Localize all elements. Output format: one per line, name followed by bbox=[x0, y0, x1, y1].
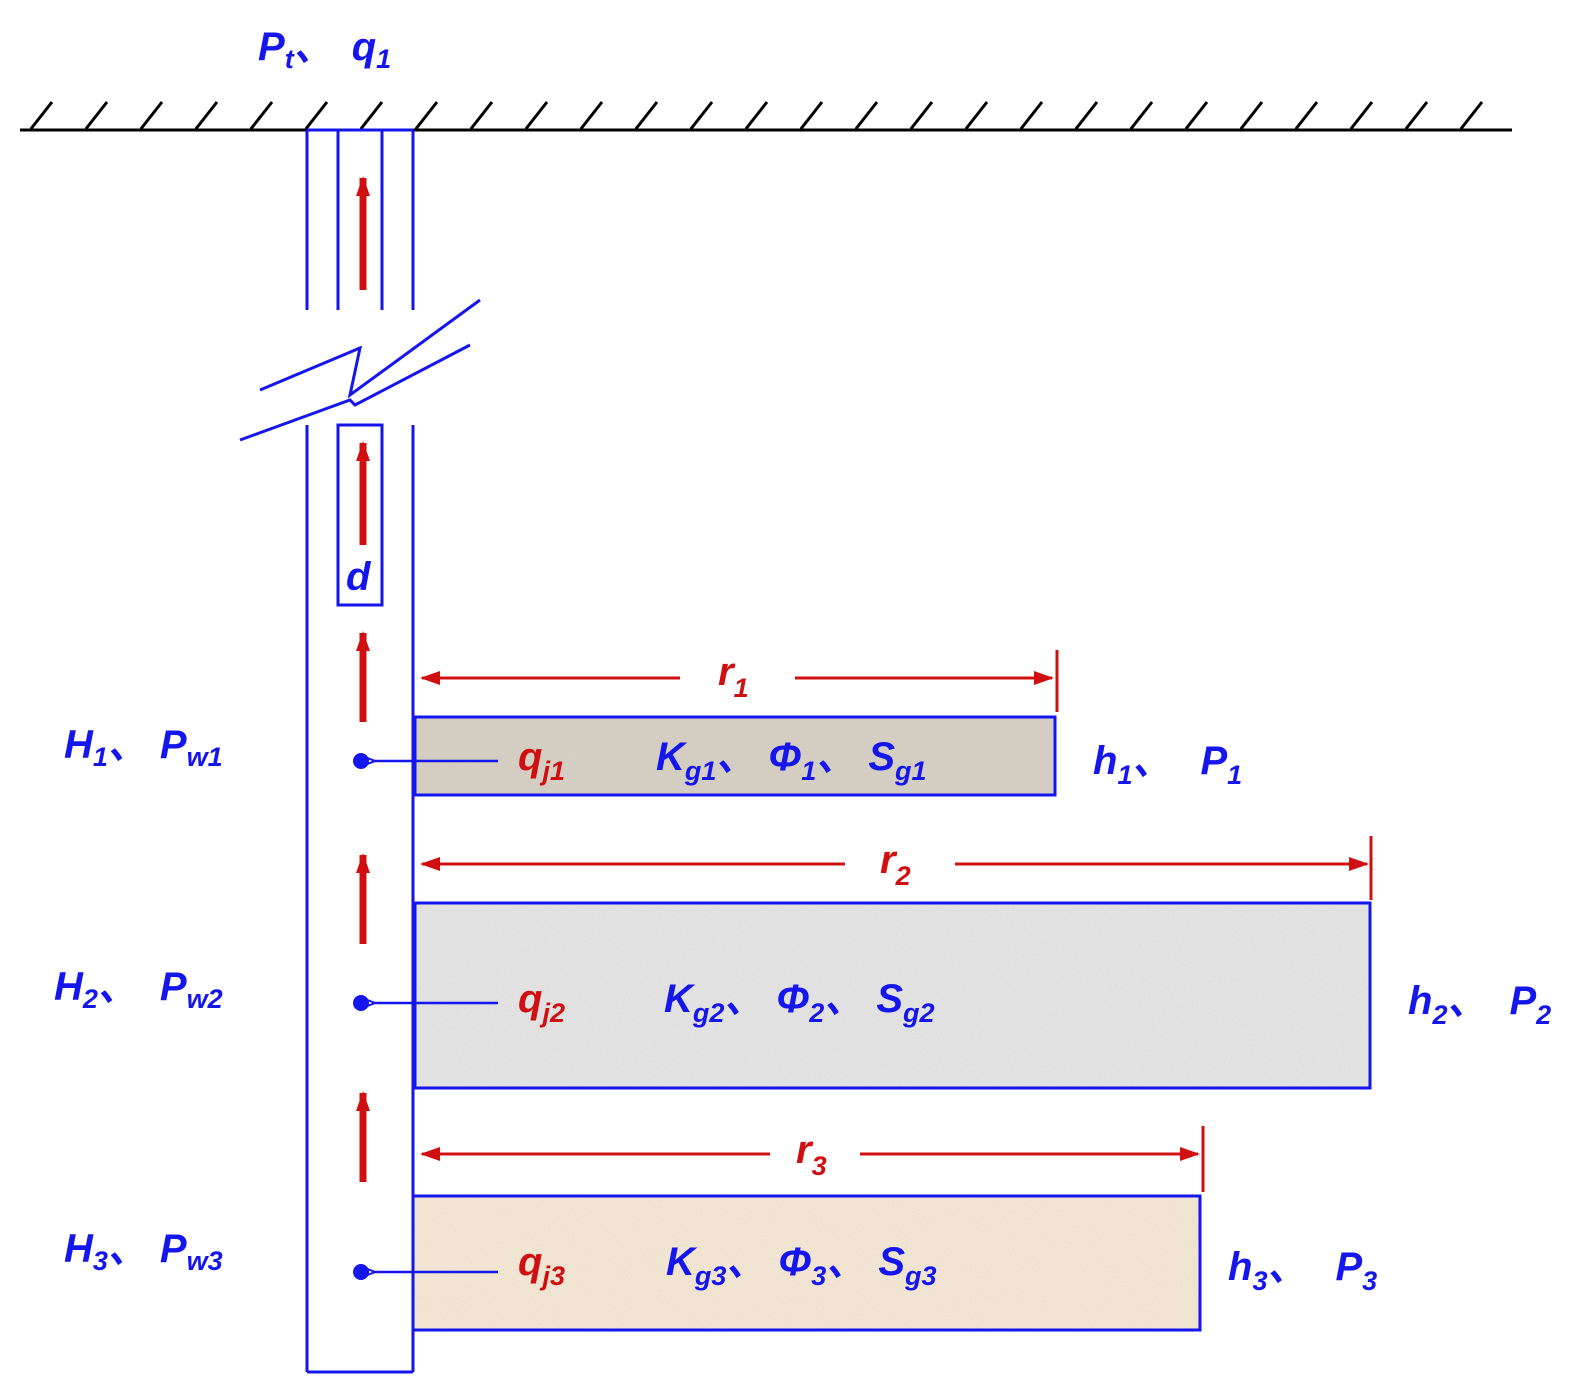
inflow-dot-2 bbox=[353, 995, 369, 1011]
layer-3-properties-label: Kg3、Φ3、Sg3 bbox=[666, 1240, 937, 1291]
casing-upper bbox=[305, 128, 415, 310]
inflow-dot-1 bbox=[353, 753, 369, 769]
casing-lower bbox=[305, 425, 415, 1374]
layer-3-thickness-pressure-label: h3、P3 bbox=[1228, 1245, 1377, 1296]
layer-1-rate-label: qj1 bbox=[518, 735, 565, 786]
inflow-dot-3 bbox=[353, 1264, 369, 1280]
layer-3-depth-pressure-label: H3、Pw3 bbox=[64, 1227, 223, 1276]
layer-2-rate-label: qj2 bbox=[518, 977, 565, 1028]
r1-label: r1 bbox=[718, 650, 749, 703]
layer-1-rock bbox=[413, 715, 1057, 797]
layer-1-properties-label: Kg1、Φ1、Sg1 bbox=[656, 735, 927, 786]
r3-label: r3 bbox=[796, 1128, 827, 1181]
layer-3-rate-label: qj3 bbox=[518, 1240, 565, 1291]
layer-2-thickness-pressure-label: h2、P2 bbox=[1408, 979, 1551, 1030]
layer-3-rock bbox=[411, 1194, 1202, 1332]
ground-hatching bbox=[22, 100, 1512, 130]
radius-dimensions bbox=[420, 650, 1373, 1192]
layer-1-depth-pressure-label: H1、Pw1 bbox=[64, 723, 223, 772]
surface-pressure-rate-label: Pt、q1 bbox=[258, 25, 391, 74]
layer-2-properties-label: Kg2、Φ2、Sg2 bbox=[664, 977, 935, 1028]
layer-2-rock bbox=[413, 901, 1372, 1090]
break-symbol bbox=[239, 298, 481, 442]
inflow-points bbox=[353, 753, 498, 1280]
layer-2-depth-pressure-label: H2、Pw2 bbox=[54, 965, 223, 1014]
layer-1-thickness-pressure-label: h1、P1 bbox=[1093, 739, 1242, 790]
tubing-lower bbox=[336, 423, 384, 607]
r2-label: r2 bbox=[880, 838, 911, 891]
tubing-diameter-label: d bbox=[346, 555, 372, 599]
